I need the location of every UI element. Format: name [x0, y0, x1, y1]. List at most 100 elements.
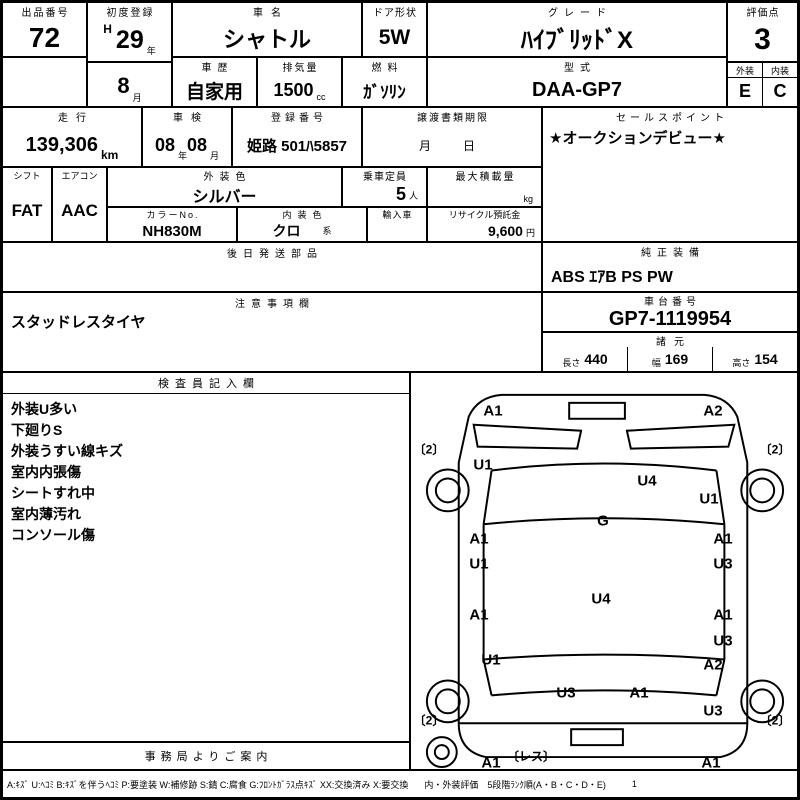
dimensions-width-label: 幅: [651, 358, 661, 368]
door-shape-value: 5W: [378, 25, 411, 49]
dimensions-length-label: 長さ: [562, 358, 581, 368]
inspector-note: 外装うすい線キズ: [11, 443, 123, 459]
fuel-value: ｶﾞｿﾘﾝ: [363, 82, 406, 102]
exterior-color-cell: 外装色 シルバー: [108, 168, 343, 208]
first-registration-year: 29: [115, 25, 144, 54]
imported-label: 輸入車: [382, 210, 413, 220]
car-top-view: [425, 393, 785, 769]
displacement-cell: 排気量 1500 cc: [258, 58, 343, 108]
chassis-no-value: GP7-1119954: [608, 307, 732, 330]
damage-marker: U3: [556, 684, 576, 702]
car-history-label: 車歴: [201, 62, 234, 74]
capacity-label: 乗車定員: [363, 172, 407, 183]
genuine-equipment-cell: 純正装備 ABS ｴｱB PS PW: [543, 243, 797, 293]
legend-bar: A:ｷｽﾞ U:ﾍｺﾐ B:ｷｽﾞを伴うﾍｺﾐ P:要塗装 W:補修跡 S:錆 …: [3, 771, 797, 797]
interior-color-suffix: 系: [322, 226, 332, 236]
inspection-cell: 車検 08 年 08 月: [143, 108, 233, 168]
wheel-rear-left: [425, 679, 470, 724]
lot-number-value: 72: [3, 19, 86, 58]
capacity-cell: 乗車定員 5 人: [343, 168, 428, 208]
displacement-unit: cc: [316, 92, 326, 102]
car-name-value: シャトル: [222, 26, 311, 52]
mileage-value: 139,306: [25, 133, 98, 156]
aircon-label: エアコン: [61, 170, 98, 181]
lot-number-cell: 出品番号 72: [3, 3, 88, 108]
inspection-month-unit: 月: [210, 151, 220, 161]
score-label: 評価点: [746, 7, 780, 19]
car-name-label: 車名: [253, 7, 289, 19]
exterior-grade-label: 外装: [728, 63, 762, 78]
registration-number-label: 登録番号: [271, 112, 327, 124]
wheel-front-right: [740, 468, 785, 513]
recycle-deposit-value: 9,600: [487, 223, 523, 239]
transfer-deadline-cell: 譲渡書類期限 月 日: [363, 108, 543, 168]
chassis-no-label: 車台番号: [644, 296, 700, 308]
damage-marker: A1: [469, 606, 489, 624]
rear-window-top: [483, 653, 725, 661]
damage-marker: A1: [469, 530, 489, 548]
damage-marker: G: [597, 512, 609, 530]
caution-cell: 注意事項欄 スタッドレスタイヤ: [3, 293, 543, 373]
door-shape-cell: ドア形状 5W: [363, 3, 428, 58]
first-registration-era: H: [103, 22, 112, 36]
transfer-deadline-value: 月 日: [418, 138, 485, 153]
score-cell: 評価点 3: [728, 3, 797, 63]
damage-marker: A1: [481, 754, 501, 771]
grade-value: ﾊｲﾌﾞﾘｯﾄﾞX: [520, 27, 633, 54]
shift-value: FAT: [11, 200, 43, 220]
sales-point-label: セールスポイント: [616, 112, 728, 124]
interior-color-label: 内装色: [282, 210, 328, 220]
first-registration-year-unit: 年: [146, 46, 156, 56]
car-body-outline: [457, 393, 749, 759]
windshield-top: [491, 462, 717, 472]
dimensions-label: 諸元: [656, 336, 692, 348]
inspection-year-unit: 年: [177, 151, 187, 161]
imported-cell: 輸入車: [368, 208, 428, 243]
front-license-plate: [568, 401, 626, 420]
model-code-label: 型式: [564, 62, 596, 74]
registration-number-value: 姫路 501ﾊ5857: [246, 137, 348, 155]
registration-number-cell: 登録番号 姫路 501ﾊ5857: [233, 108, 363, 168]
displacement-value: 1500: [273, 79, 314, 100]
exterior-grade-value: E: [738, 81, 751, 101]
damage-marker: U1: [473, 456, 493, 474]
interior-color-value: クロ: [272, 223, 301, 239]
later-parts-value: [3, 261, 541, 291]
car-history-cell: 車歴 自家用: [173, 58, 258, 108]
aircon-value: AAC: [61, 200, 98, 220]
damage-marker: 〔レス〕: [506, 749, 556, 764]
damage-marker: 〔2〕: [759, 442, 791, 457]
capacity-value: 5: [395, 184, 406, 204]
damage-marker: A1: [713, 530, 733, 548]
damage-marker: U1: [469, 555, 489, 573]
inspection-label: 車検: [173, 112, 209, 124]
damage-marker: 〔2〕: [413, 442, 445, 457]
car-name-cell: 車名 シャトル: [173, 3, 363, 58]
mileage-label: 走行: [58, 112, 94, 124]
damage-marker: A1: [629, 684, 649, 702]
genuine-equipment-value: ABS ｴｱB PS PW: [551, 269, 673, 286]
damage-marker: U3: [713, 555, 733, 573]
recycle-deposit-unit: 円: [525, 228, 535, 238]
sales-point-value: ★オークションデビュー★: [549, 129, 726, 147]
inspector-note: シートすれ中: [11, 485, 95, 501]
damage-marker: 〔2〕: [759, 713, 791, 728]
chassis-no-cell: 車台番号 GP7-1119954: [543, 293, 797, 333]
damage-marker: A2: [703, 656, 723, 674]
damage-marker: A1: [701, 754, 721, 771]
capacity-unit: 人: [408, 191, 418, 201]
interior-color-cell: 内装色 クロ 系: [238, 208, 368, 243]
dimensions-length-value: 440: [584, 351, 608, 367]
damage-marker: U1: [481, 651, 501, 669]
first-registration-month-unit: 月: [132, 93, 142, 103]
transfer-deadline-label: 譲渡書類期限: [417, 112, 489, 124]
inspector-note: コンソール傷: [11, 527, 95, 543]
rear-window-bottom: [491, 689, 717, 697]
windshield-bottom: [483, 517, 725, 526]
damage-marker: U3: [713, 632, 733, 650]
recycle-deposit-cell: リサイクル預託金 9,600 円: [428, 208, 543, 243]
